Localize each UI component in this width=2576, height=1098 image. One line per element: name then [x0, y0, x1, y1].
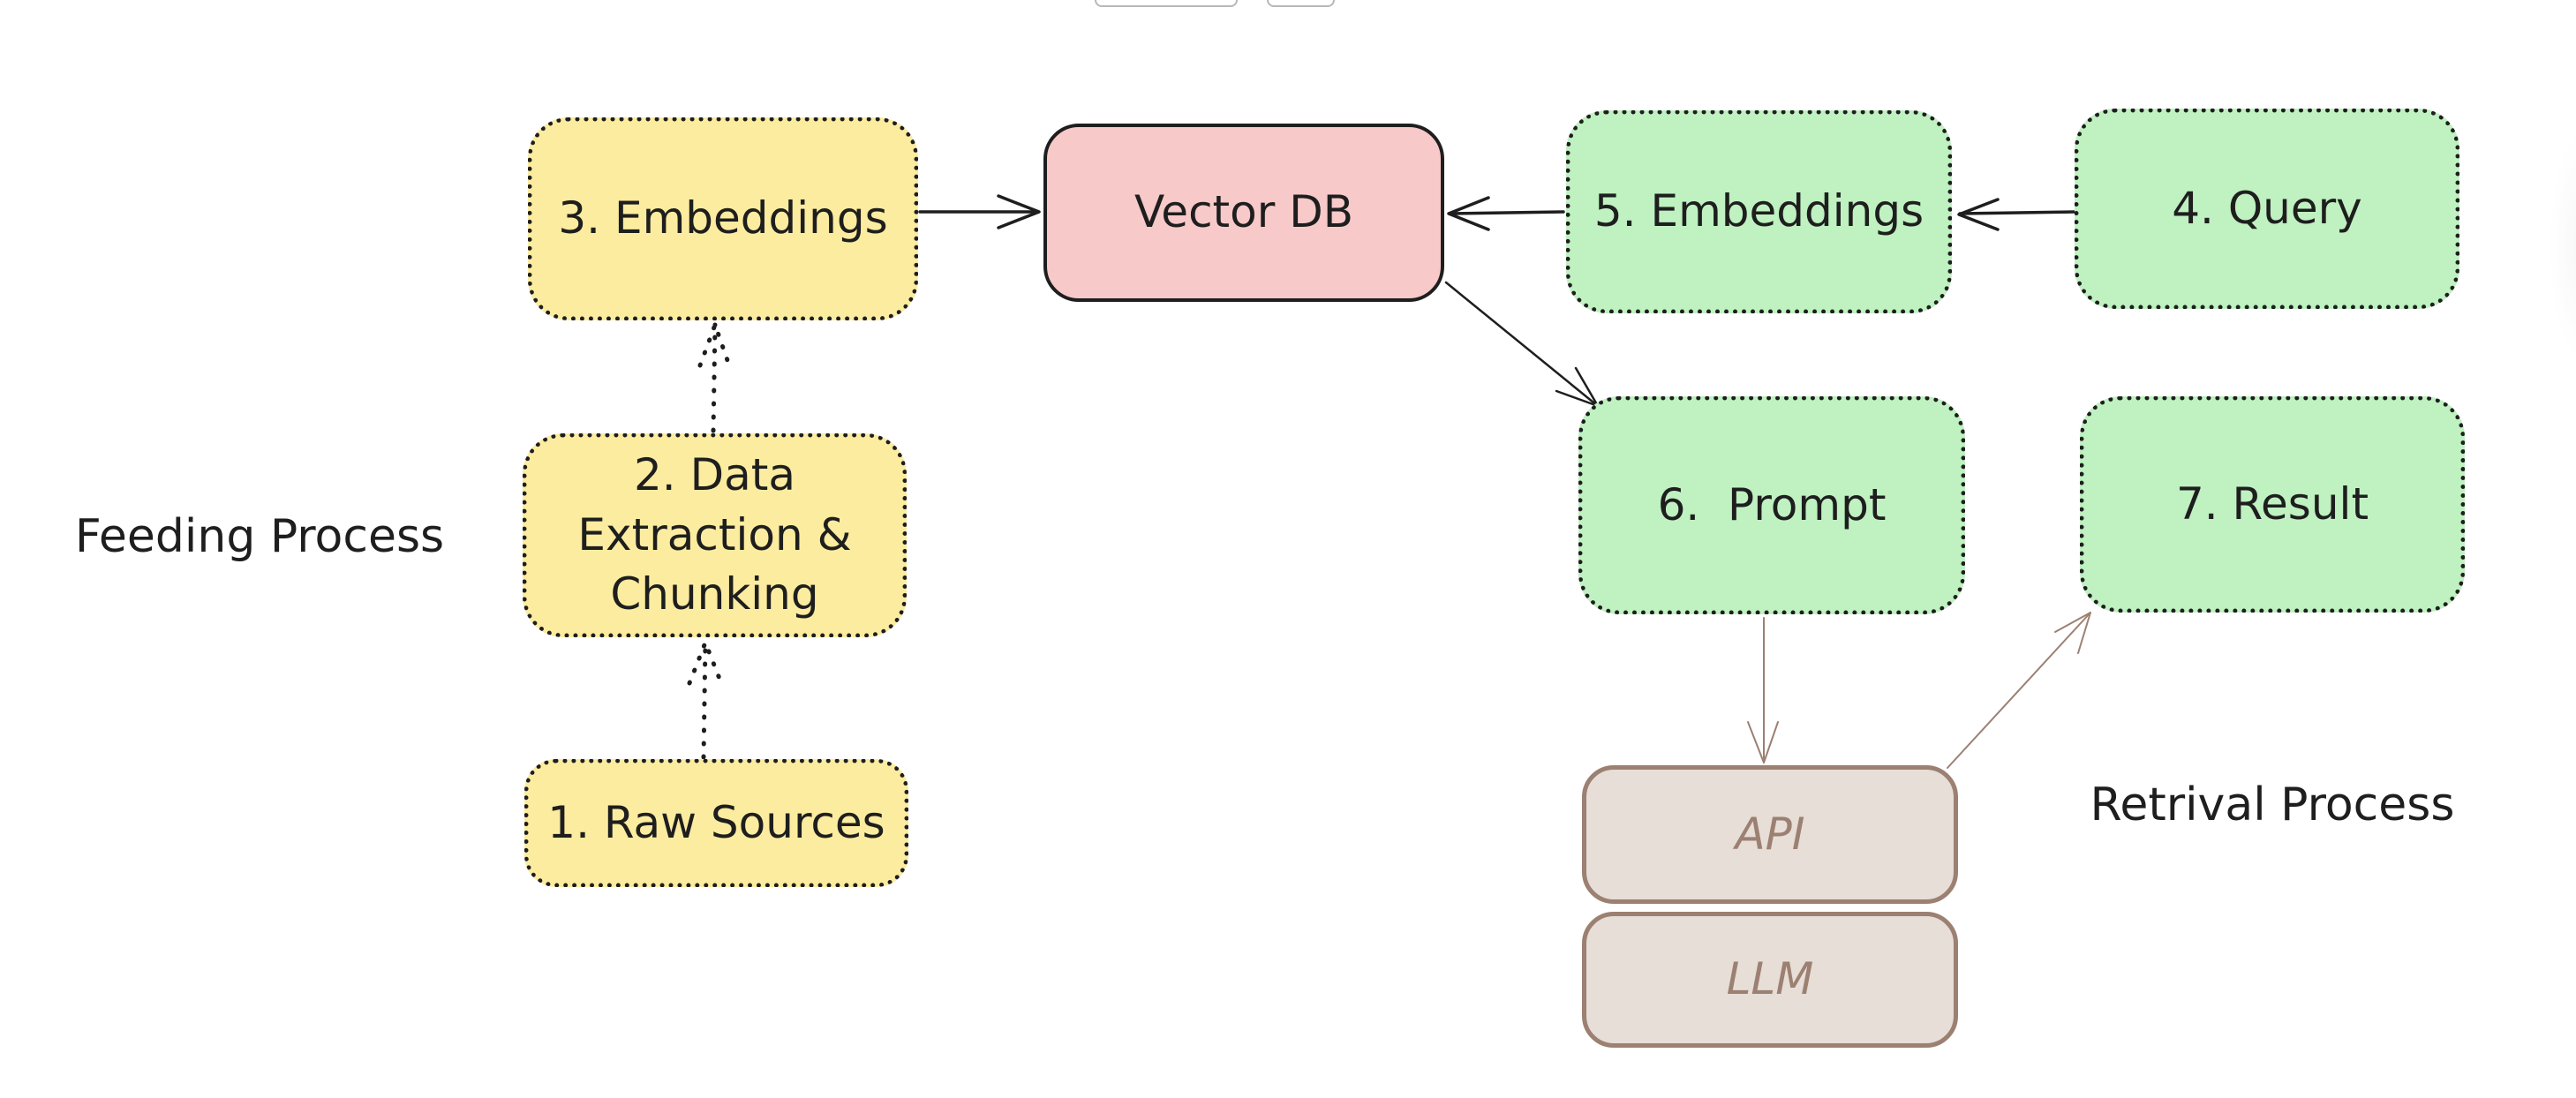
arrow-embeddings-to-vectordb — [918, 194, 1041, 229]
node-label: 2. Data Extraction & Chunking — [577, 449, 852, 620]
node-raw-sources[interactable]: 1. Raw Sources — [524, 759, 908, 887]
node-result[interactable]: 7. Result — [2080, 396, 2465, 613]
toolbar-button[interactable] — [1267, 0, 1335, 7]
side-panel-edge — [2550, 132, 2576, 362]
node-label: LLM — [1726, 953, 1814, 1005]
node-label: API — [1735, 808, 1805, 860]
arrow-api-to-result — [1947, 612, 2091, 769]
node-label: 5. Embeddings — [1593, 185, 1924, 237]
node-prompt[interactable]: 6. Prompt — [1578, 396, 1965, 614]
arrow-extraction-to-embeddings — [697, 322, 732, 433]
node-label: 4. Query — [2172, 182, 2362, 234]
retrieval-process-label: Retrival Process — [2090, 778, 2455, 831]
arrow-prompt-to-api — [1747, 617, 1779, 763]
feeding-process-label: Feeding Process — [74, 510, 445, 563]
node-embeddings-feed[interactable]: 3. Embeddings — [528, 117, 918, 320]
arrow-raw-to-extraction — [687, 640, 724, 760]
node-data-extraction[interactable]: 2. Data Extraction & Chunking — [523, 433, 907, 637]
node-embeddings-query[interactable]: 5. Embeddings — [1566, 110, 1952, 313]
node-query[interactable]: 4. Query — [2075, 109, 2459, 309]
node-label: 1. Raw Sources — [547, 796, 885, 848]
node-llm[interactable]: LLM — [1582, 912, 1958, 1048]
arrow-vectordb-to-prompt — [1444, 281, 1600, 408]
arrow-query-to-embeddings — [1957, 198, 2078, 231]
node-vector-db[interactable]: Vector DB — [1043, 124, 1444, 302]
node-label: 7. Result — [2175, 478, 2369, 530]
toolbar-button[interactable] — [1095, 0, 1238, 7]
node-label: 3. Embeddings — [558, 192, 888, 244]
node-label: 6. Prompt — [1657, 478, 1887, 530]
node-api[interactable]: API — [1582, 765, 1958, 904]
arrow-query-embeddings-to-vectordb — [1447, 196, 1565, 231]
node-label: Vector DB — [1134, 186, 1354, 238]
